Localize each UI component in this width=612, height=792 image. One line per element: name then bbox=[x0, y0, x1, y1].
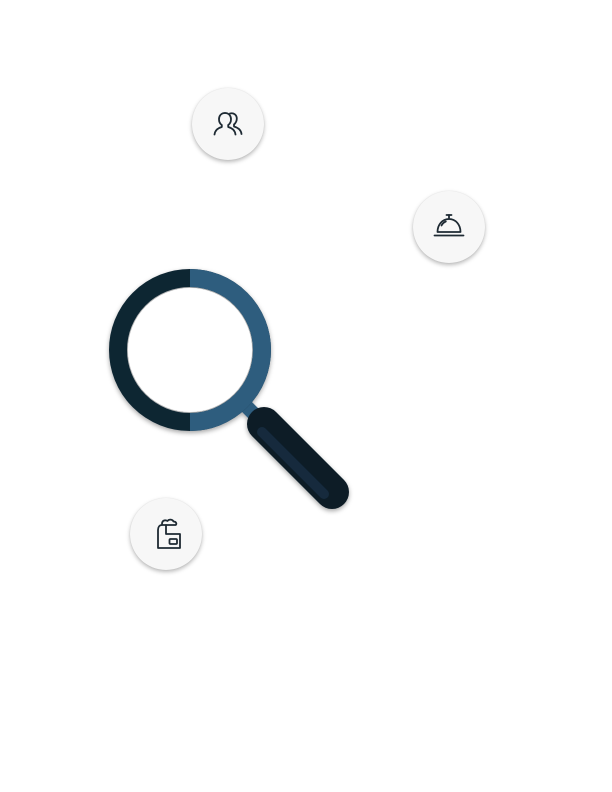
service-bell-badge bbox=[413, 191, 485, 263]
service-bell-icon bbox=[429, 207, 469, 247]
magnifying-glass bbox=[100, 262, 360, 518]
factory-icon bbox=[146, 514, 186, 554]
factory-badge bbox=[130, 498, 202, 570]
people-icon bbox=[208, 104, 248, 144]
people-badge bbox=[192, 88, 264, 160]
magnifying-glass-icon bbox=[100, 269, 360, 522]
